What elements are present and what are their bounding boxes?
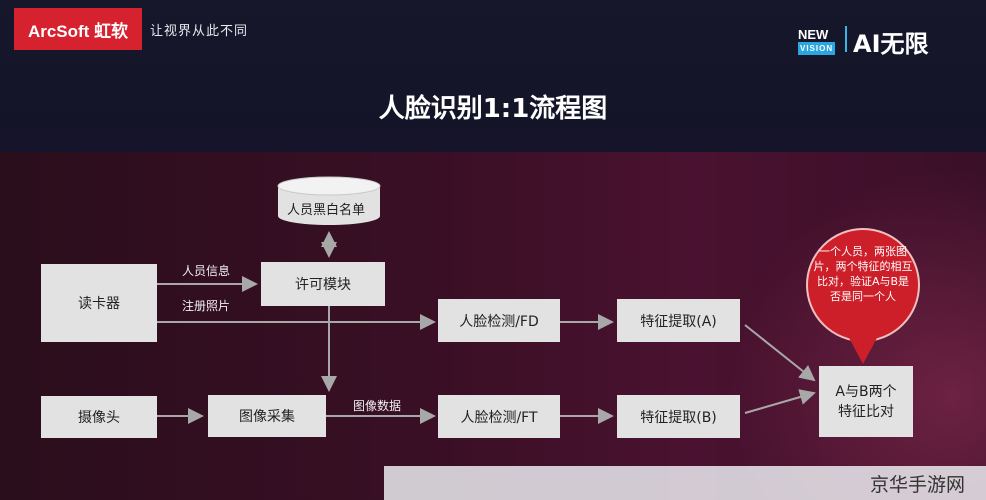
- node-face-detect-fd: 人脸检测/FD: [438, 299, 560, 342]
- node-blacklist-db: 人员黑白名单: [287, 203, 366, 218]
- arcsoft-logo: ArcSoft 虹软: [14, 8, 142, 50]
- database-cylinder: [277, 176, 381, 225]
- ai-tagline: AI无限: [853, 30, 929, 58]
- header-background: [0, 0, 986, 152]
- slogan: 让视界从此不同: [150, 24, 249, 39]
- new-vision-logo: NEW VISION: [798, 27, 836, 55]
- edge-label-reg-photo: 注册照片: [182, 299, 231, 313]
- node-feature-a: 特征提取(A): [617, 299, 740, 342]
- brand-text: ArcSoft 虹软: [27, 21, 129, 41]
- diagram-title: 人脸识别1:1流程图: [378, 94, 608, 124]
- node-camera: 摄像头: [41, 396, 157, 438]
- node-license-module: 许可模块: [261, 262, 385, 306]
- arrow-featb-compare: [744, 389, 816, 414]
- edge-label-person-info: 人员信息: [182, 264, 231, 278]
- note-text: 一个人员，两张图片，两个特征的相互比对，验证A与B是否是同一个人: [813, 245, 913, 303]
- new-vision-bottom: VISION: [798, 42, 836, 55]
- node-card-reader: 读卡器: [41, 264, 157, 342]
- watermark-text: 京华手游网: [870, 474, 966, 496]
- edge-label-image-data: 图像数据: [353, 399, 402, 413]
- node-feature-b: 特征提取(B): [617, 395, 740, 438]
- arrow-feata-compare: [744, 324, 816, 382]
- node-face-detect-ft: 人脸检测/FT: [438, 395, 560, 438]
- node-image-capture: 图像采集: [208, 395, 326, 437]
- node-feature-compare: A与B两个特征比对: [819, 366, 913, 437]
- new-vision-top: NEW: [798, 27, 829, 42]
- watermark-band: [384, 466, 986, 500]
- note-bubble: [806, 228, 920, 364]
- logo-divider: [845, 26, 847, 52]
